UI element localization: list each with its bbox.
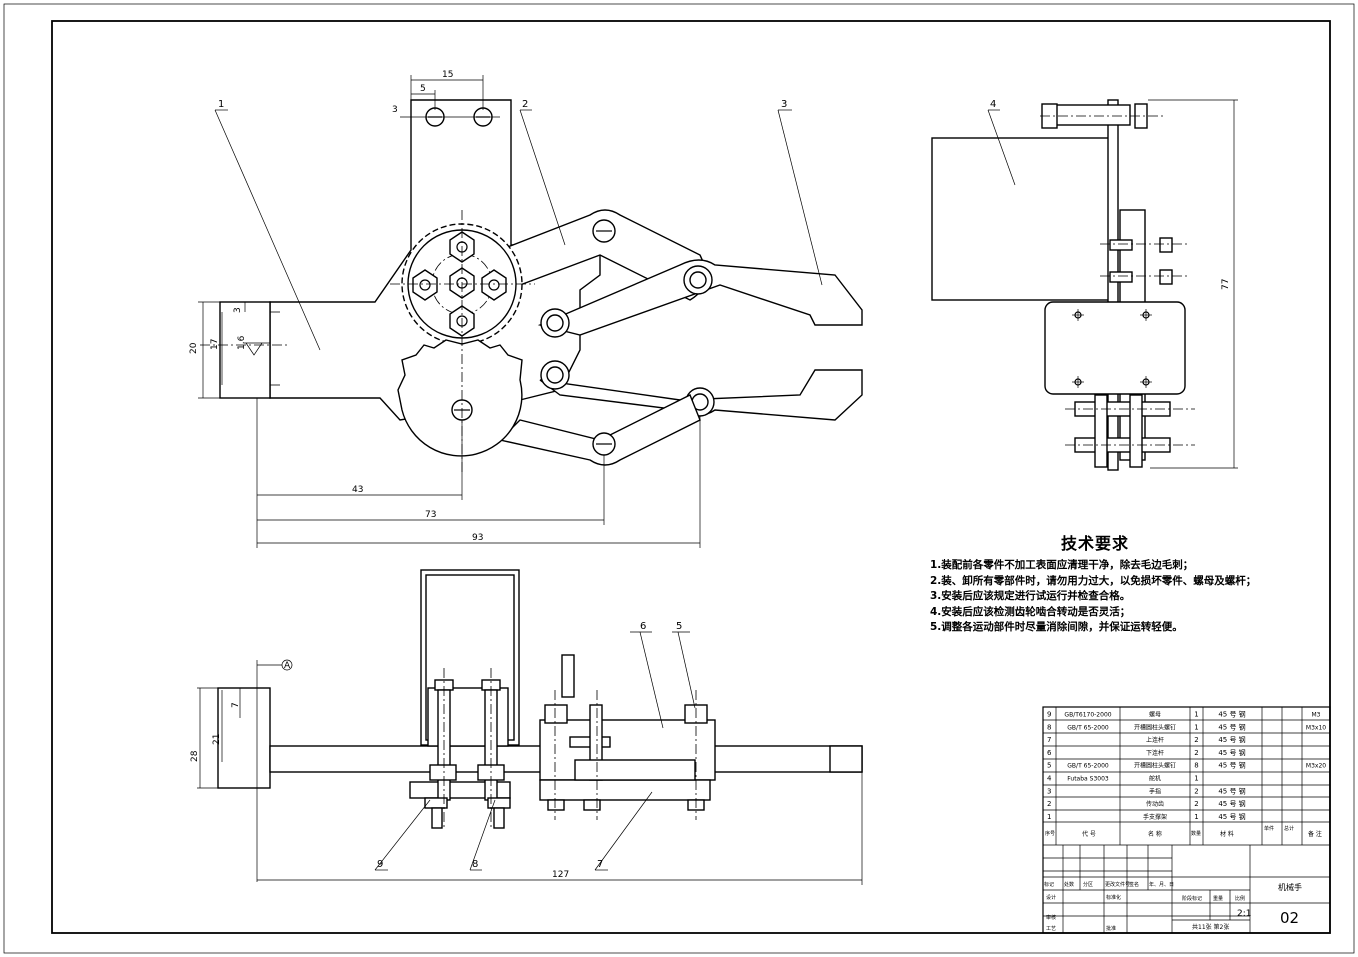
balloon-9: 9 [377,859,383,870]
tech-item-4: 4.安装后应该检测齿轮啮合转动是否灵活； [930,605,1131,618]
outer-border [3,3,1355,954]
balloon-5: 5 [676,621,682,632]
inner-border [51,20,1331,934]
dim-5: 5 [420,84,426,94]
dim-73: 73 [425,510,436,520]
dim-21: 21 [212,734,222,745]
dim-127: 127 [552,870,569,880]
dim-28: 28 [190,750,200,762]
upper-finger [537,259,863,336]
horn-plate [1044,301,1186,395]
tech-item-1: 1.装配前各零件不加工表面应清理干净，除去毛边毛刺； [930,559,1194,571]
tech-item-2: 2.装、卸所有零部件时，请勿用力过大，以免损坏零件、螺母及螺杆； [930,574,1257,587]
tech-item-5: 5.调整各运动部件时尽量消除间隙，并保证运转轻便。 [930,621,1183,633]
dim-20: 20 [189,342,199,354]
dim-43: 43 [352,485,363,495]
side-view: 77 4 [931,99,1238,471]
tech-title: 技术要求 [1060,534,1129,553]
servo-body [931,137,1113,301]
lower-link [498,394,701,466]
bom-table [1042,706,1331,934]
front-view: 15 5 3 20 17 3 1.6 43 73 93 [189,70,863,548]
balloon-1: 1 [218,99,224,110]
balloon-2: 2 [522,99,528,110]
dim-3-left: 3 [233,307,243,313]
balloon-8: 8 [472,859,478,870]
dimensions-front: 15 5 3 20 17 3 1.6 43 73 93 [189,70,701,548]
dim-15: 15 [442,70,453,80]
dim-7: 7 [231,702,241,708]
lower-gear [397,339,523,457]
technical-requirements: 技术要求 1.装配前各零件不加工表面应清理干净，除去毛边毛刺； 2.装、卸所有零… [930,530,1260,636]
balloon-7: 7 [597,859,603,870]
balloon-6: 6 [640,621,646,632]
top-view: A 28 21 7 127 9 8 7 6 5 [190,569,863,885]
dim-77: 77 [1221,279,1231,290]
roughness-1-6: 1.6 [237,335,247,350]
mount-plate [219,301,271,399]
dim-3-top: 3 [392,105,398,115]
balloon-4: 4 [990,99,996,110]
dim-93: 93 [472,533,483,543]
title-block [1043,845,1330,933]
dim-17: 17 [210,339,220,350]
balloon-3: 3 [781,99,787,110]
datum-a: A [284,661,291,671]
tech-item-3: 3.安装后应该规定进行试运行并检查合格。 [930,590,1131,602]
